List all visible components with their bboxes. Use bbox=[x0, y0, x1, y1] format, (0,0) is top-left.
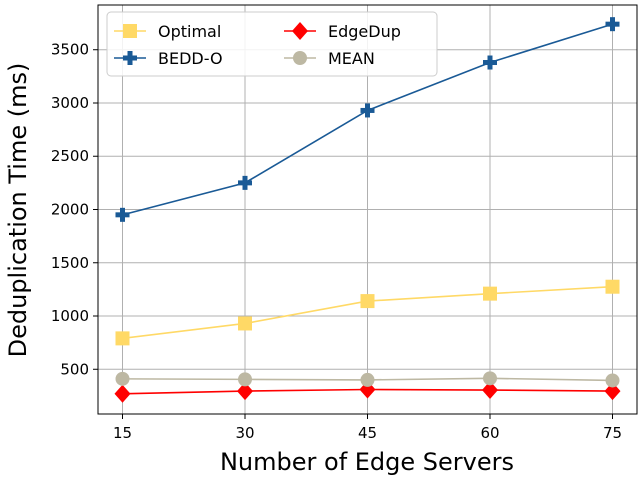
x-tick-label: 75 bbox=[603, 424, 622, 442]
plus-bar-vertical bbox=[120, 207, 125, 222]
data-series bbox=[114, 17, 621, 403]
plus-bar-vertical bbox=[127, 51, 133, 65]
data-point-mean bbox=[238, 372, 252, 387]
y-tick-label: 3000 bbox=[51, 94, 89, 112]
y-tick-label: 2000 bbox=[51, 201, 89, 219]
axes: 15 30 45 60 75 500 1000 1500 2000 2500 3000 3500 bbox=[51, 41, 622, 442]
data-point-mean bbox=[605, 373, 620, 388]
data-point-mean bbox=[115, 371, 130, 386]
legend-label-edgedup: EdgeDup bbox=[328, 22, 401, 41]
data-point-mean bbox=[483, 371, 497, 386]
legend-marker-optimal bbox=[123, 24, 137, 38]
data-point-edgedup bbox=[604, 382, 621, 401]
data-point-edgedup bbox=[237, 382, 253, 401]
x-tick-label: 15 bbox=[113, 424, 132, 442]
data-point-optimal bbox=[115, 331, 130, 346]
data-point-bedd-o bbox=[115, 207, 130, 222]
data-point-optimal bbox=[483, 286, 497, 301]
x-tick-label: 60 bbox=[480, 424, 499, 442]
data-point-edgedup bbox=[482, 381, 498, 400]
legend-marker-edgedup bbox=[292, 22, 308, 40]
data-point-mean bbox=[360, 372, 375, 387]
plus-bar-vertical bbox=[487, 55, 493, 70]
legend-label-bedd-o: BEDD-O bbox=[158, 49, 223, 68]
y-tick-label: 1500 bbox=[51, 254, 89, 272]
data-point-bedd-o bbox=[238, 175, 252, 190]
legend-box bbox=[106, 11, 438, 77]
data-point-bedd-o bbox=[360, 103, 375, 118]
plus-bar-vertical bbox=[610, 17, 615, 32]
y-tick-label: 3500 bbox=[51, 41, 89, 59]
data-point-bedd-o bbox=[605, 17, 620, 32]
data-point-optimal bbox=[238, 316, 252, 331]
legend-label-optimal: Optimal bbox=[158, 22, 221, 41]
x-axis-label: Number of Edge Servers bbox=[220, 448, 514, 476]
x-tick-label: 45 bbox=[358, 424, 377, 442]
data-point-optimal bbox=[605, 279, 620, 294]
legend-label-mean: MEAN bbox=[328, 49, 375, 68]
plus-bar-vertical bbox=[365, 103, 370, 118]
y-tick-label: 500 bbox=[60, 360, 89, 378]
x-tick-label: 30 bbox=[235, 424, 254, 442]
legend-marker-bedd-o bbox=[123, 51, 137, 65]
legend-marker-mean bbox=[293, 51, 307, 65]
data-point-bedd-o bbox=[483, 55, 497, 70]
y-tick-label: 2500 bbox=[51, 147, 89, 165]
data-point-edgedup bbox=[114, 384, 131, 403]
y-tick-label: 1000 bbox=[51, 307, 89, 325]
plus-bar-vertical bbox=[242, 175, 248, 190]
y-axis-label: Deduplication Time (ms) bbox=[4, 63, 32, 358]
data-point-optimal bbox=[360, 294, 375, 309]
